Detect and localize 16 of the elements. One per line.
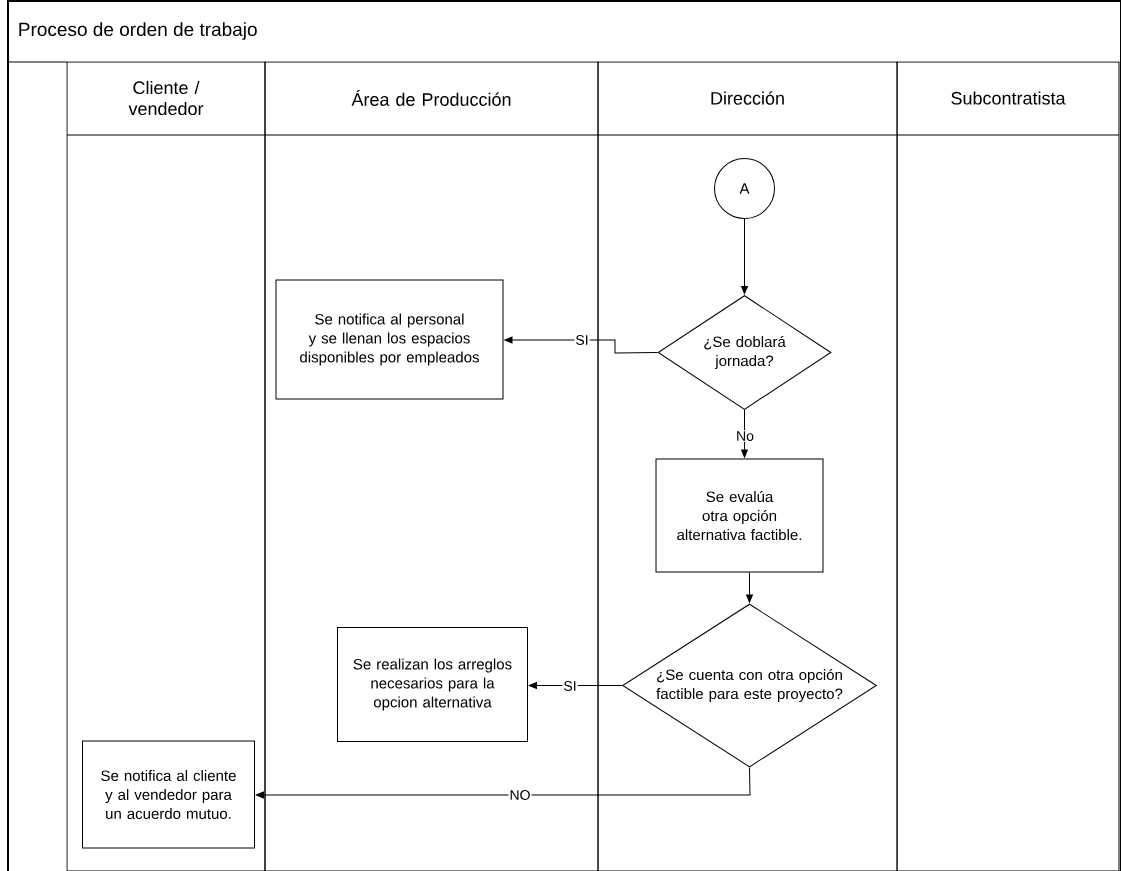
pool-title: Proceso de orden de trabajo [19,22,257,40]
edge-label: SI [562,680,578,692]
arrow [528,682,623,689]
process-box: Se notifica al cliente y al vendedor para un acuerdo mutuo. [82,740,255,849]
edge-label: NO [508,789,532,801]
process-box: Se realizan los arreglos necesarios para la opcion alternativa [337,627,528,742]
arrow [741,218,748,295]
arrow [255,767,751,799]
arrow [504,336,658,354]
arrow [746,572,753,603]
process-box: Se evalúa otra opción alternativa factible. [655,458,824,573]
edge-label: SI [574,334,590,346]
process-box: Se notifica al personal y se llenan los espacios disponibles por empleados [275,279,504,400]
arrow [741,409,748,458]
swimlane: Subcontratista [896,61,1120,871]
edge-label: No [735,430,755,442]
